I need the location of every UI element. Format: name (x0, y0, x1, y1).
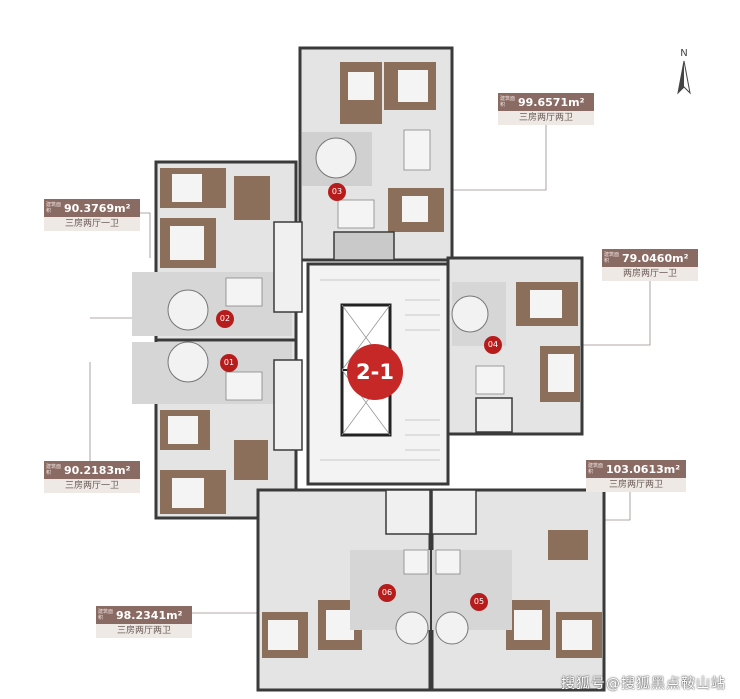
unit-number-04: 04 (484, 336, 502, 354)
north-arrow-icon: N (674, 48, 694, 104)
area-value: 99.6571m² (518, 95, 585, 109)
layout-type: 三房两厅一卫 (44, 217, 140, 231)
area-tag-label: 建筑面积 (46, 202, 62, 214)
layout-type: 三房两厅两卫 (96, 624, 192, 638)
layout-type: 三房两厅两卫 (586, 478, 686, 492)
area-tag-label: 建筑面积 (98, 609, 114, 621)
area-tag-label: 建筑面积 (588, 463, 604, 475)
unit-03-plan (298, 46, 454, 262)
area-tag-label: 建筑面积 (46, 464, 62, 476)
area-value: 79.0460m² (622, 251, 689, 265)
area-value: 90.3769m² (64, 201, 131, 215)
area-value: 98.2341m² (116, 608, 183, 622)
unit-04-plan (446, 256, 584, 436)
layout-type: 三房两厅一卫 (44, 479, 140, 493)
area-tag-label: 建筑面积 (500, 96, 516, 108)
unit-number-03: 03 (328, 183, 346, 201)
unit-number-02: 02 (216, 310, 234, 328)
area-value: 103.0613m² (606, 462, 681, 476)
watermark-text: 搜狐号@搜狐黑点鞍山站 (561, 676, 726, 692)
unit-02-plan (132, 160, 303, 342)
area-value: 90.2183m² (64, 463, 131, 477)
compass-icon (677, 60, 691, 95)
layout-type: 两房两厅一卫 (602, 267, 698, 281)
layout-type: 三房两厅两卫 (498, 111, 594, 125)
unit-number-01: 01 (220, 354, 238, 372)
unit-01-plan (132, 338, 303, 520)
unit-number-06: 06 (378, 584, 396, 602)
building-number-badge: 2-1 (347, 344, 403, 400)
unit-05-plan (430, 488, 606, 692)
area-tag-label: 建筑面积 (604, 252, 620, 264)
unit-06-plan (256, 488, 432, 692)
north-label: N (680, 48, 688, 59)
unit-number-05: 05 (470, 593, 488, 611)
